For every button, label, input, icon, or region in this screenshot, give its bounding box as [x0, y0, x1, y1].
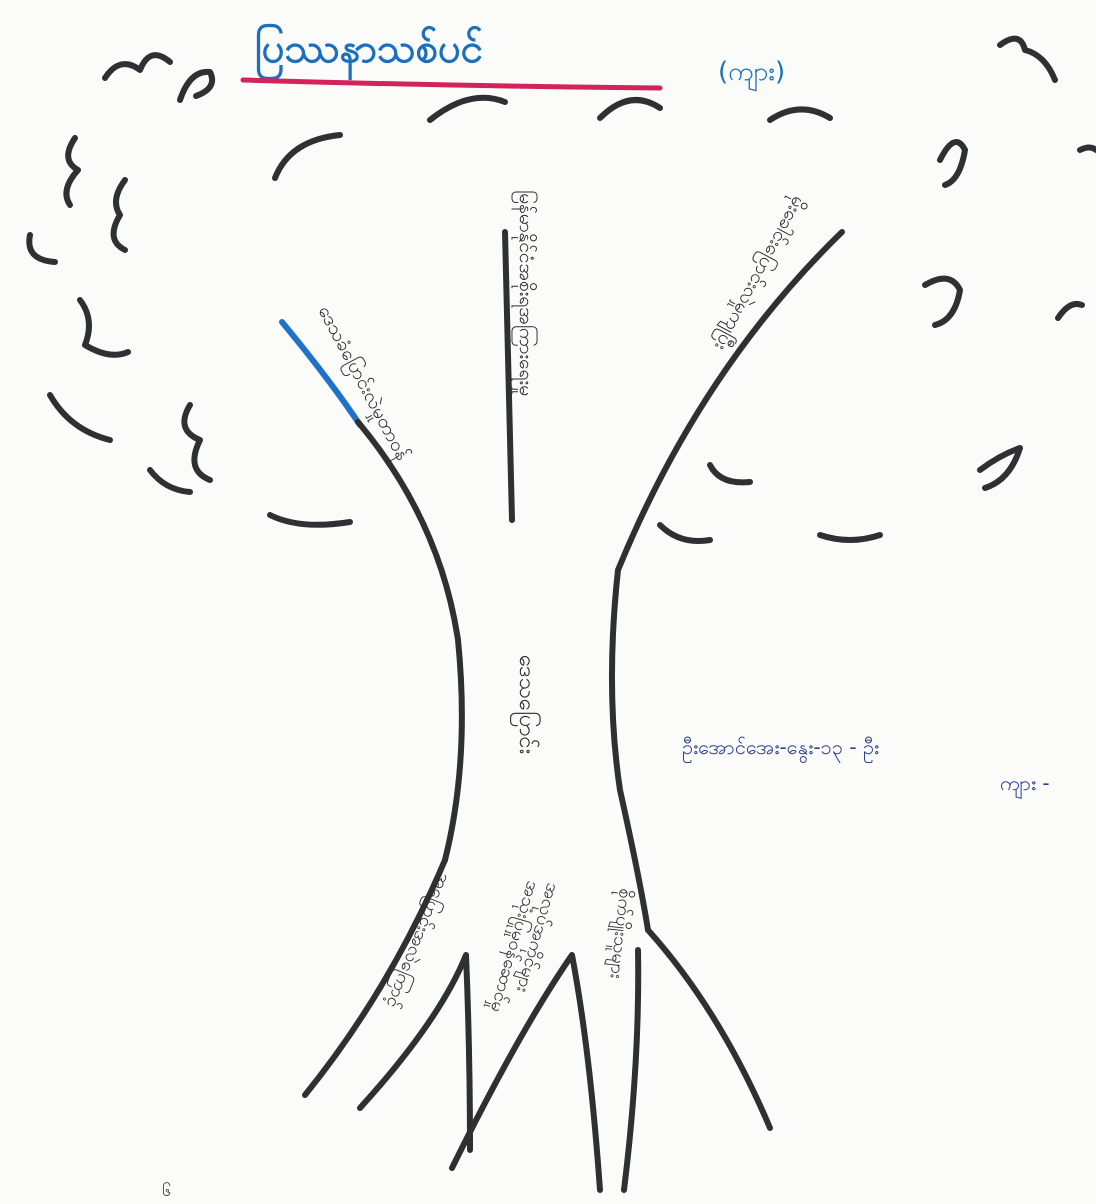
title-underline	[243, 80, 660, 88]
trunk-left-edge	[358, 422, 462, 860]
branch-label-middle: မြန်မာနိုင်ငံအစိုးရအကြားရေးမှု	[511, 190, 539, 396]
branch-middle	[505, 232, 512, 520]
gender-tag: (ကျား)	[718, 57, 785, 92]
root-label-four: စိုက်ပျိုးသူများ	[603, 887, 636, 980]
branch-label-left: ဒေသခံပြောင်းလဲမှုတာဝန်	[310, 301, 416, 466]
diagram-title: ပြဿနာသစ်ပင်	[255, 24, 483, 81]
corner-mark: ၆	[162, 1181, 171, 1200]
tree-trunk	[282, 232, 842, 930]
canopy-leaves	[29, 39, 1096, 541]
branch-label-right: မိုးခေါင်းပြောင်းလဲမှုကျပြီး	[706, 191, 811, 356]
trunk-label: ဒေသပြောင်း	[510, 655, 541, 754]
root-label-one: အပြောင်းအလဲကြောင့်	[379, 869, 456, 1011]
side-note-line-1: ဦးအောင်အေး-နွေး-၁၃ - ဦး	[682, 735, 879, 763]
side-note-line-2: ကျား -	[1000, 771, 1050, 799]
